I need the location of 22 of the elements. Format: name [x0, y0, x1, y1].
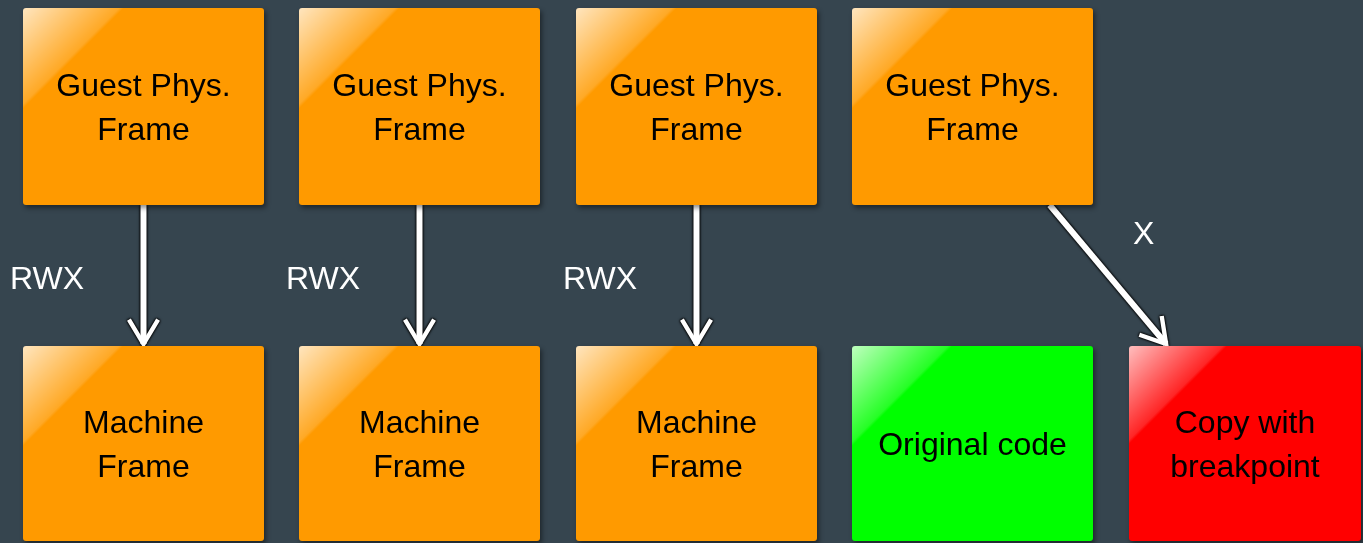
- box-label: Machine Frame: [82, 402, 205, 486]
- box-label: Guest Phys. Frame: [884, 65, 1061, 149]
- box-label: Guest Phys. Frame: [331, 65, 508, 149]
- frame-box: [299, 8, 540, 205]
- frame-box: [23, 8, 264, 205]
- frame-box: [576, 8, 817, 205]
- box-label: Machine Frame: [635, 402, 758, 486]
- frame-box: [852, 346, 1093, 541]
- frame-box: [852, 8, 1093, 205]
- arrow: [126, 205, 161, 347]
- arrow: [402, 205, 437, 347]
- arrow: [1047, 203, 1169, 347]
- box-label: Original code: [878, 424, 1067, 464]
- box-label: Machine Frame: [358, 402, 481, 486]
- arrow: [679, 205, 714, 347]
- frame-box: [1129, 346, 1361, 541]
- box-label: Guest Phys. Frame: [55, 65, 232, 149]
- box-label: Copy with breakpoint: [1169, 402, 1321, 486]
- box-label: Guest Phys. Frame: [608, 65, 785, 149]
- frame-box: [23, 346, 264, 541]
- frame-box: [576, 346, 817, 541]
- frame-box: [299, 346, 540, 541]
